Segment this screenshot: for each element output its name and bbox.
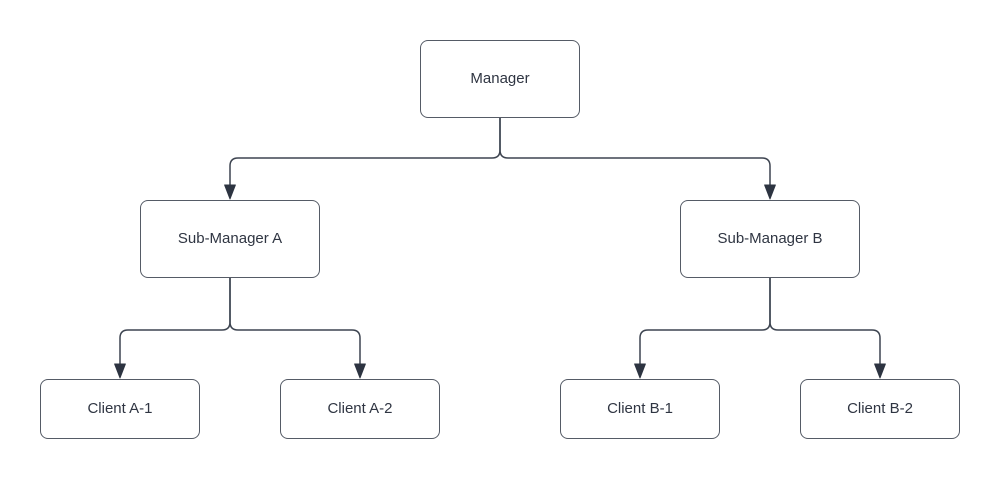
connector-manager-to-sub-manager-a xyxy=(229,118,501,186)
node-client-b2: Client B-2 xyxy=(800,379,960,439)
arrowhead-client-a2 xyxy=(354,363,366,379)
arrowhead-sub-manager-b xyxy=(764,184,776,200)
node-client-a2-label: Client A-2 xyxy=(327,400,393,417)
node-manager-label: Manager xyxy=(470,70,530,87)
node-sub-manager-b-label: Sub-Manager B xyxy=(717,230,823,247)
node-client-b1: Client B-1 xyxy=(560,379,720,439)
arrowhead-client-b1 xyxy=(634,363,646,379)
node-client-a1: Client A-1 xyxy=(40,379,200,439)
connector-sub-a-to-client-a1 xyxy=(119,278,231,365)
node-client-b1-label: Client B-1 xyxy=(607,400,673,417)
node-sub-manager-a-label: Sub-Manager A xyxy=(177,230,283,247)
node-client-a1-label: Client A-1 xyxy=(87,400,153,417)
connector-manager-to-sub-manager-b xyxy=(499,118,771,186)
arrowhead-client-a1 xyxy=(114,363,126,379)
arrowhead-client-b2 xyxy=(874,363,886,379)
node-sub-manager-b: Sub-Manager B xyxy=(680,200,860,278)
node-manager: Manager xyxy=(420,40,580,118)
node-client-a2: Client A-2 xyxy=(280,379,440,439)
connector-sub-b-to-client-b2 xyxy=(769,278,881,365)
node-client-b2-label: Client B-2 xyxy=(847,400,913,417)
arrowhead-sub-manager-a xyxy=(224,184,236,200)
connector-sub-b-to-client-b1 xyxy=(639,278,771,365)
connector-sub-a-to-client-a2 xyxy=(229,278,361,365)
node-sub-manager-a: Sub-Manager A xyxy=(140,200,320,278)
